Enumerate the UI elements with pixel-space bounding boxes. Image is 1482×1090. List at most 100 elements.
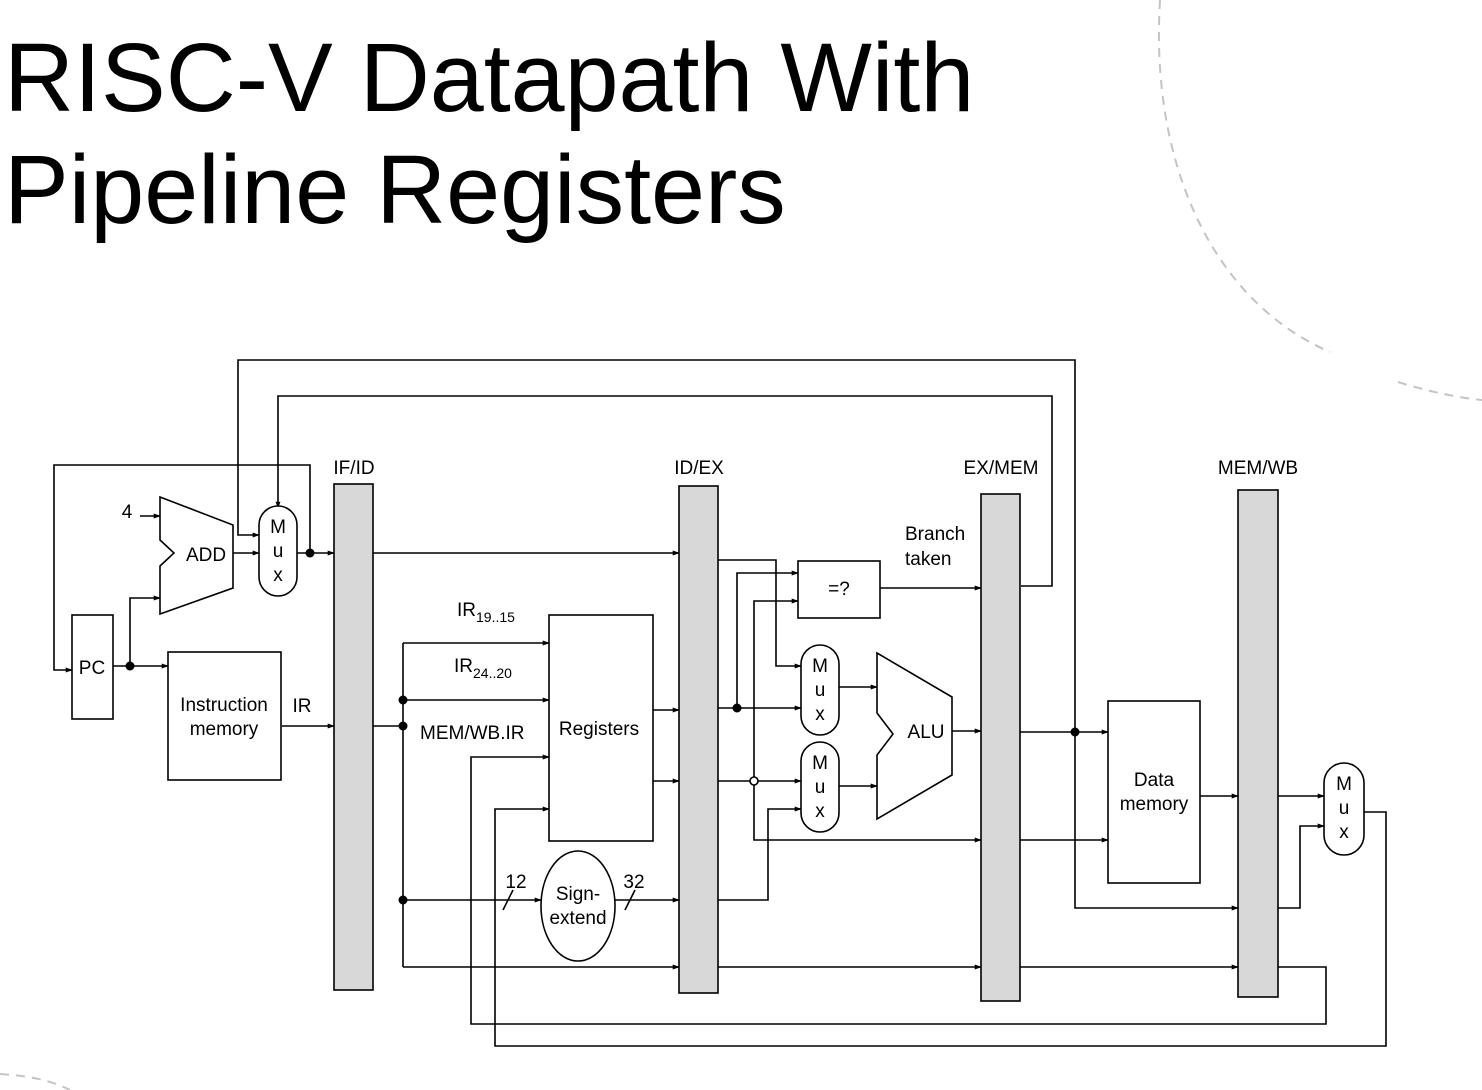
if-id-bar xyxy=(333,483,374,991)
mux-letter-x: x xyxy=(1339,822,1349,843)
comparator-box xyxy=(797,560,881,619)
program-counter: PC xyxy=(71,614,114,720)
register-file: Registers xyxy=(548,614,654,842)
pc-box xyxy=(71,614,114,720)
pc-label: PC xyxy=(79,658,105,679)
wire-branch-taken-control xyxy=(275,395,1053,587)
junction-dot xyxy=(305,548,315,558)
mux-letter-u: u xyxy=(815,777,826,798)
decorative-arc-right xyxy=(1397,381,1482,401)
adder-label: ADD xyxy=(186,545,226,566)
id-ex-label: ID/EX xyxy=(674,458,724,479)
data-memory-box xyxy=(1107,700,1201,884)
junction-dot xyxy=(398,895,408,905)
constant-four: 4 xyxy=(122,502,133,523)
alu-shape xyxy=(876,651,953,821)
ex-mem-bar xyxy=(980,493,1021,1002)
mux-shape xyxy=(800,644,840,736)
wires xyxy=(53,359,1387,1047)
mux-letter-m: M xyxy=(1336,774,1352,795)
bit-width-in-label: 12 xyxy=(505,872,526,893)
instruction-memory-label-2: memory xyxy=(190,719,259,740)
decorative-arc-bottom-left xyxy=(0,1073,71,1090)
pipeline-register-ex-mem: EX/MEM xyxy=(964,458,1039,1002)
mem-wb-label: MEM/WB xyxy=(1218,458,1298,479)
wire-a-to-compare xyxy=(736,570,799,708)
id-ex-bar xyxy=(678,485,719,994)
pipeline-register-mem-wb: MEM/WB xyxy=(1218,458,1298,998)
sign-extend-unit: Sign- extend xyxy=(540,850,616,962)
junction-dot xyxy=(398,721,408,731)
mux-shape xyxy=(800,741,840,833)
instruction-memory-box xyxy=(167,651,282,781)
bit-width-out-label: 32 xyxy=(623,872,644,893)
register-file-label: Registers xyxy=(559,719,639,740)
ir-label: IR xyxy=(293,696,312,717)
mux-alu-input-a: M u x xyxy=(800,644,840,736)
ex-mem-label: EX/MEM xyxy=(964,458,1039,479)
instruction-memory: Instruction memory xyxy=(167,651,282,781)
alu-label: ALU xyxy=(908,722,945,743)
wire-pc-to-add xyxy=(129,595,161,666)
wire-idex-pc-to-mux xyxy=(718,559,802,669)
mux-letter-u: u xyxy=(273,541,284,562)
junction-dot xyxy=(125,661,135,671)
junction-open xyxy=(749,776,759,786)
junction-dot xyxy=(732,703,742,713)
adder-shape xyxy=(159,495,234,616)
comparator-label: =? xyxy=(828,579,850,600)
wire-next-pc-feedback xyxy=(53,464,311,673)
branch-taken-label-2: taken xyxy=(905,549,951,570)
mem-wb-ir-label: MEM/WB.IR xyxy=(420,723,525,744)
mux-letter-m: M xyxy=(812,656,828,677)
mux-letter-u: u xyxy=(815,680,826,701)
pipeline-register-if-id: IF/ID xyxy=(333,458,375,991)
mux-writeback: M u x xyxy=(1323,762,1365,856)
register-file-box xyxy=(548,614,654,842)
sign-extend-ellipse xyxy=(540,850,616,962)
junction-dot xyxy=(1070,727,1080,737)
mux-shape xyxy=(1323,762,1365,856)
data-memory-label-2: memory xyxy=(1120,794,1189,815)
data-memory: Data memory xyxy=(1107,700,1201,884)
mux-alu-input-b: M u x xyxy=(800,741,840,833)
title-line-2: Pipeline Registers xyxy=(4,135,786,244)
mux-letter-u: u xyxy=(1339,798,1350,819)
wire-writeback-data xyxy=(494,806,1387,1047)
mux-shape xyxy=(258,505,298,597)
wire-b-to-exmem xyxy=(753,781,982,843)
sign-extend-label-2: extend xyxy=(549,908,606,929)
mux-letter-m: M xyxy=(270,517,286,538)
decorative-arc-top-right xyxy=(1158,0,1331,353)
title-line-1: RISC-V Datapath With xyxy=(4,23,975,132)
mem-wb-bar xyxy=(1237,489,1279,998)
branch-taken-label-1: Branch xyxy=(905,524,965,545)
mux-letter-x: x xyxy=(815,704,825,725)
junctions xyxy=(125,548,1080,905)
if-id-label: IF/ID xyxy=(333,458,374,479)
page-title: RISC-V Datapath With Pipeline Registers xyxy=(4,22,974,246)
ir-rs2-label: IR24..20 xyxy=(454,656,512,681)
mux-letter-x: x xyxy=(815,801,825,822)
adder: ADD 4 xyxy=(122,495,234,616)
mux-pc-select: M u x xyxy=(258,505,298,597)
branch-comparator: =? xyxy=(797,560,881,619)
junction-dot xyxy=(398,695,408,705)
pipeline-register-id-ex: ID/EX xyxy=(674,458,724,994)
wire-memwb-alu-to-mux xyxy=(1278,823,1325,909)
ir-rs1-label: IR19..15 xyxy=(457,600,515,625)
mux-letter-m: M xyxy=(812,753,828,774)
bit-width-tick-out xyxy=(624,889,636,911)
wire-branch-target xyxy=(237,359,1076,732)
wire-writeback-ir xyxy=(470,754,1327,1025)
wire-b-to-compare xyxy=(753,598,799,781)
data-memory-label-1: Data xyxy=(1134,770,1175,791)
wire-alu-result-to-memwb xyxy=(1074,732,1239,911)
instruction-memory-label-1: Instruction xyxy=(180,695,268,716)
sign-extend-label-1: Sign- xyxy=(556,884,600,905)
wire-imm-to-mux xyxy=(718,806,802,901)
bit-width-tick-in xyxy=(502,889,514,911)
alu: ALU xyxy=(876,651,953,821)
mux-letter-x: x xyxy=(273,565,283,586)
